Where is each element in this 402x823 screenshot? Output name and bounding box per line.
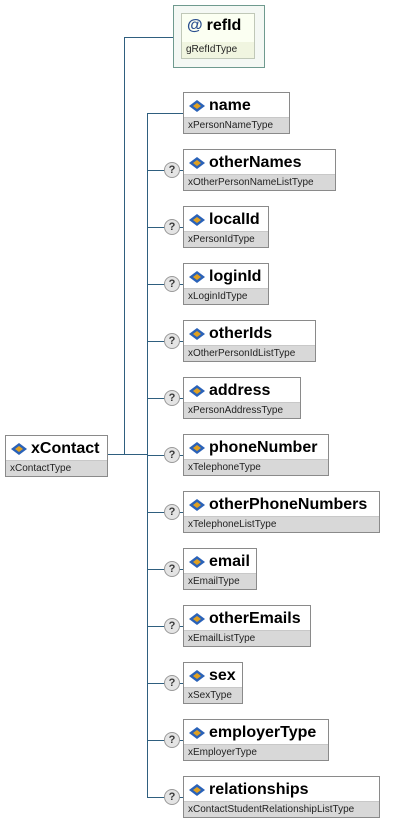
- optional-icon: ?: [164, 219, 180, 235]
- element-sex[interactable]: sex xSexType: [183, 662, 243, 704]
- root-element[interactable]: xContact xContactType: [5, 435, 108, 477]
- optional-icon: ?: [164, 504, 180, 520]
- element-type: xEmailType: [184, 573, 256, 589]
- element-name: phoneNumber: [209, 439, 318, 456]
- element-icon: [189, 613, 205, 625]
- element-othernames[interactable]: otherNames xOtherPersonNameListType: [183, 149, 336, 191]
- element-type: xTelephoneListType: [184, 516, 379, 532]
- element-icon: [189, 556, 205, 568]
- element-icon: [189, 499, 205, 511]
- element-icon: [189, 784, 205, 796]
- element-loginid[interactable]: loginId xLoginIdType: [183, 263, 269, 305]
- element-icon: [189, 214, 205, 226]
- element-name: localId: [209, 211, 260, 228]
- element-name: email: [209, 553, 250, 570]
- element-type: xSexType: [184, 687, 242, 703]
- element-name: loginId: [209, 268, 262, 285]
- element-relationships[interactable]: relationships xContactStudentRelationship…: [183, 776, 380, 818]
- element-type: xPersonAddressType: [184, 402, 300, 418]
- element-icon: [189, 385, 205, 397]
- element-icon: [189, 157, 205, 169]
- optional-icon: ?: [164, 675, 180, 691]
- optional-icon: ?: [164, 390, 180, 406]
- element-email[interactable]: email xEmailType: [183, 548, 257, 590]
- element-phonenumber[interactable]: phoneNumber xTelephoneType: [183, 434, 329, 476]
- element-type: xContactStudentRelationshipListType: [184, 801, 379, 817]
- element-icon: [189, 442, 205, 454]
- element-connector: [147, 113, 183, 114]
- element-address[interactable]: address xPersonAddressType: [183, 377, 301, 419]
- element-type: xEmailListType: [184, 630, 310, 646]
- element-icon: [189, 670, 205, 682]
- element-name: otherIds: [209, 325, 273, 342]
- optional-icon: ?: [164, 618, 180, 634]
- optional-icon: ?: [164, 732, 180, 748]
- element-icon: [189, 271, 205, 283]
- optional-icon: ?: [164, 789, 180, 805]
- element-icon: [189, 100, 205, 112]
- element-icon: [189, 727, 205, 739]
- element-type: xPersonNameType: [184, 117, 289, 133]
- root-type: xContactType: [6, 460, 107, 476]
- attribute-connector-horizontal: [124, 37, 174, 38]
- element-localid[interactable]: localId xPersonIdType: [183, 206, 269, 248]
- root-name: xContact: [31, 440, 100, 457]
- optional-icon: ?: [164, 333, 180, 349]
- element-icon: [189, 328, 205, 340]
- element-name: otherNames: [209, 154, 302, 171]
- element-type: xLoginIdType: [184, 288, 268, 304]
- element-name: otherEmails: [209, 610, 301, 627]
- element-type: xOtherPersonNameListType: [184, 174, 335, 190]
- element-name: address: [209, 382, 271, 399]
- element-name: otherPhoneNumbers: [209, 496, 368, 513]
- element-name: sex: [209, 667, 236, 684]
- attribute-connector-vertical: [124, 37, 125, 454]
- attribute-group: @ refId gRefIdType: [173, 5, 265, 68]
- at-icon: @: [187, 17, 203, 34]
- element-name[interactable]: name xPersonNameType: [183, 92, 290, 134]
- element-type: xEmployerType: [184, 744, 328, 760]
- element-type: xPersonIdType: [184, 231, 268, 247]
- element-type: xOtherPersonIdListType: [184, 345, 315, 361]
- element-type: xTelephoneType: [184, 459, 328, 475]
- attribute-type: gRefIdType: [182, 42, 254, 58]
- element-otherphonenumbers[interactable]: otherPhoneNumbers xTelephoneListType: [183, 491, 380, 533]
- optional-icon: ?: [164, 162, 180, 178]
- element-name: employerType: [209, 724, 317, 741]
- optional-icon: ?: [164, 276, 180, 292]
- element-employertype[interactable]: employerType xEmployerType: [183, 719, 329, 761]
- attribute-name: refId: [206, 17, 242, 34]
- element-name: name: [209, 97, 251, 114]
- optional-icon: ?: [164, 561, 180, 577]
- optional-icon: ?: [164, 447, 180, 463]
- element-otherids[interactable]: otherIds xOtherPersonIdListType: [183, 320, 316, 362]
- root-connector: [108, 454, 148, 455]
- attribute-refid[interactable]: @ refId gRefIdType: [181, 13, 255, 59]
- element-otheremails[interactable]: otherEmails xEmailListType: [183, 605, 311, 647]
- element-name: relationships: [209, 781, 309, 798]
- element-icon: [11, 443, 27, 455]
